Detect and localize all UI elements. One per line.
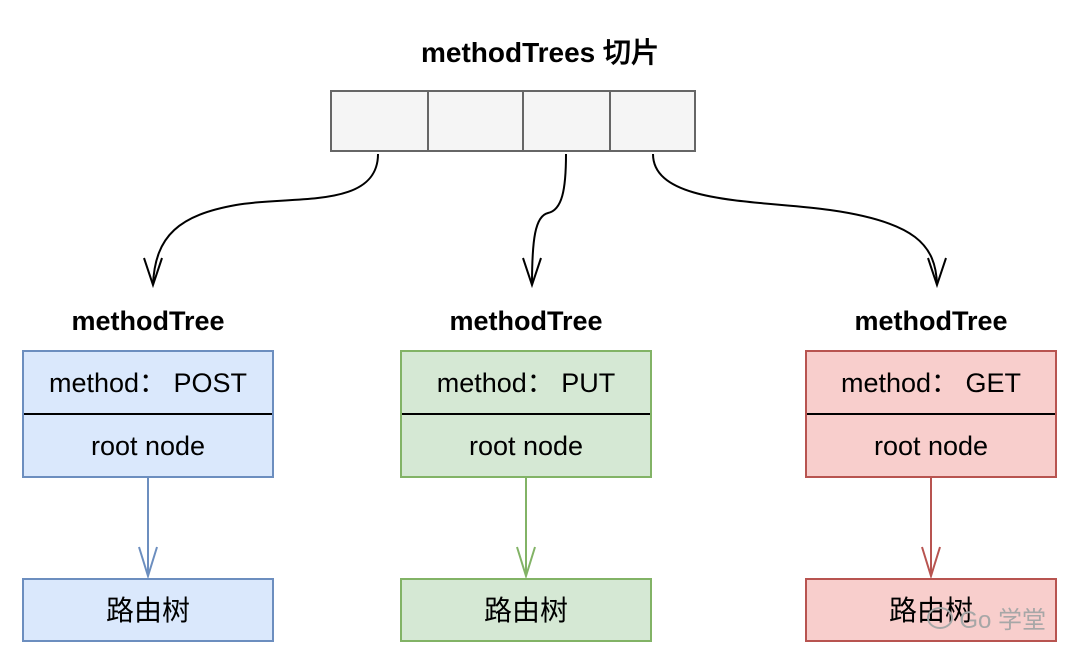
arrowhead-icon bbox=[516, 546, 536, 580]
arrowhead-icon bbox=[921, 546, 941, 580]
slice-to-post-connector bbox=[152, 153, 379, 286]
route-tree-put: 路由树 bbox=[400, 578, 652, 642]
diagram-title: methodTrees 切片 bbox=[420, 37, 660, 68]
method-tree-get: method： GET root node bbox=[805, 350, 1057, 478]
watermark: Go 学堂 bbox=[927, 600, 1046, 635]
method-trees-slice bbox=[330, 90, 696, 152]
slice-cell bbox=[332, 92, 429, 150]
slice-cell bbox=[611, 92, 694, 150]
method-tree-post: method： POST root node bbox=[22, 350, 274, 478]
arrowhead-icon bbox=[522, 257, 542, 289]
slice-cell bbox=[429, 92, 524, 150]
arrowhead-icon bbox=[138, 546, 158, 580]
method-row: method： PUT bbox=[402, 352, 650, 415]
route-tree-post: 路由树 bbox=[22, 578, 274, 642]
arrowhead-icon bbox=[927, 257, 947, 289]
method-tree-label: methodTree bbox=[71, 306, 225, 336]
watermark-text: Go 学堂 bbox=[959, 607, 1046, 634]
method-tree-label: methodTree bbox=[449, 306, 603, 336]
arrowhead-icon bbox=[143, 257, 163, 289]
method-row: method： POST bbox=[24, 352, 272, 415]
method-row: method： GET bbox=[807, 352, 1055, 415]
slice-to-put-connector bbox=[531, 153, 567, 286]
method-tree-put: method： PUT root node bbox=[400, 350, 652, 478]
slice-cell bbox=[524, 92, 611, 150]
method-tree-label: methodTree bbox=[854, 306, 1008, 336]
root-node-row: root node bbox=[873, 431, 989, 461]
root-node-row: root node bbox=[90, 431, 206, 461]
wechat-icon bbox=[927, 606, 954, 629]
root-node-row: root node bbox=[468, 431, 584, 461]
slice-to-get-connector bbox=[652, 153, 938, 286]
